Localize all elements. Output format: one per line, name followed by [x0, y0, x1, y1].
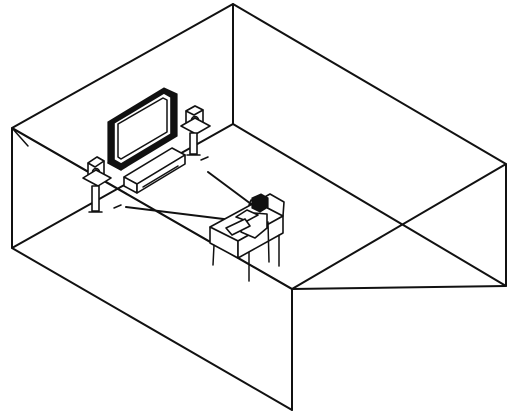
right-speaker-stand-top	[180, 117, 211, 135]
chair-leg-front-left	[212, 244, 215, 266]
listener-face-line	[248, 199, 252, 206]
sightline-right	[207, 171, 252, 205]
flat-screen-tv	[107, 87, 178, 171]
tv-bottom-edge	[107, 162, 122, 171]
right-speaker-stand	[189, 132, 198, 155]
chair-leg-back-left	[267, 221, 270, 263]
left-speaker-stand	[91, 185, 100, 212]
room-walls	[11, 3, 507, 411]
tv-screen-inner	[117, 97, 168, 160]
listener-leg	[225, 218, 251, 236]
left-speaker-top	[87, 156, 105, 168]
listener-head	[251, 193, 269, 213]
listener-in-chair	[209, 193, 285, 282]
left-speaker	[82, 156, 112, 213]
right-speaker-top	[185, 105, 204, 116]
floor-marker-right	[200, 156, 209, 161]
console-shelf-line	[142, 165, 179, 188]
left-speaker-stand-top	[82, 169, 112, 187]
right-floor-edge	[291, 285, 507, 290]
tv-screen	[113, 92, 172, 165]
left-wall-corner-mark	[11, 127, 29, 147]
floor-marker-left	[113, 204, 122, 209]
right-wall-edge	[232, 3, 507, 287]
right-speaker	[180, 105, 211, 156]
media-console	[123, 147, 186, 194]
